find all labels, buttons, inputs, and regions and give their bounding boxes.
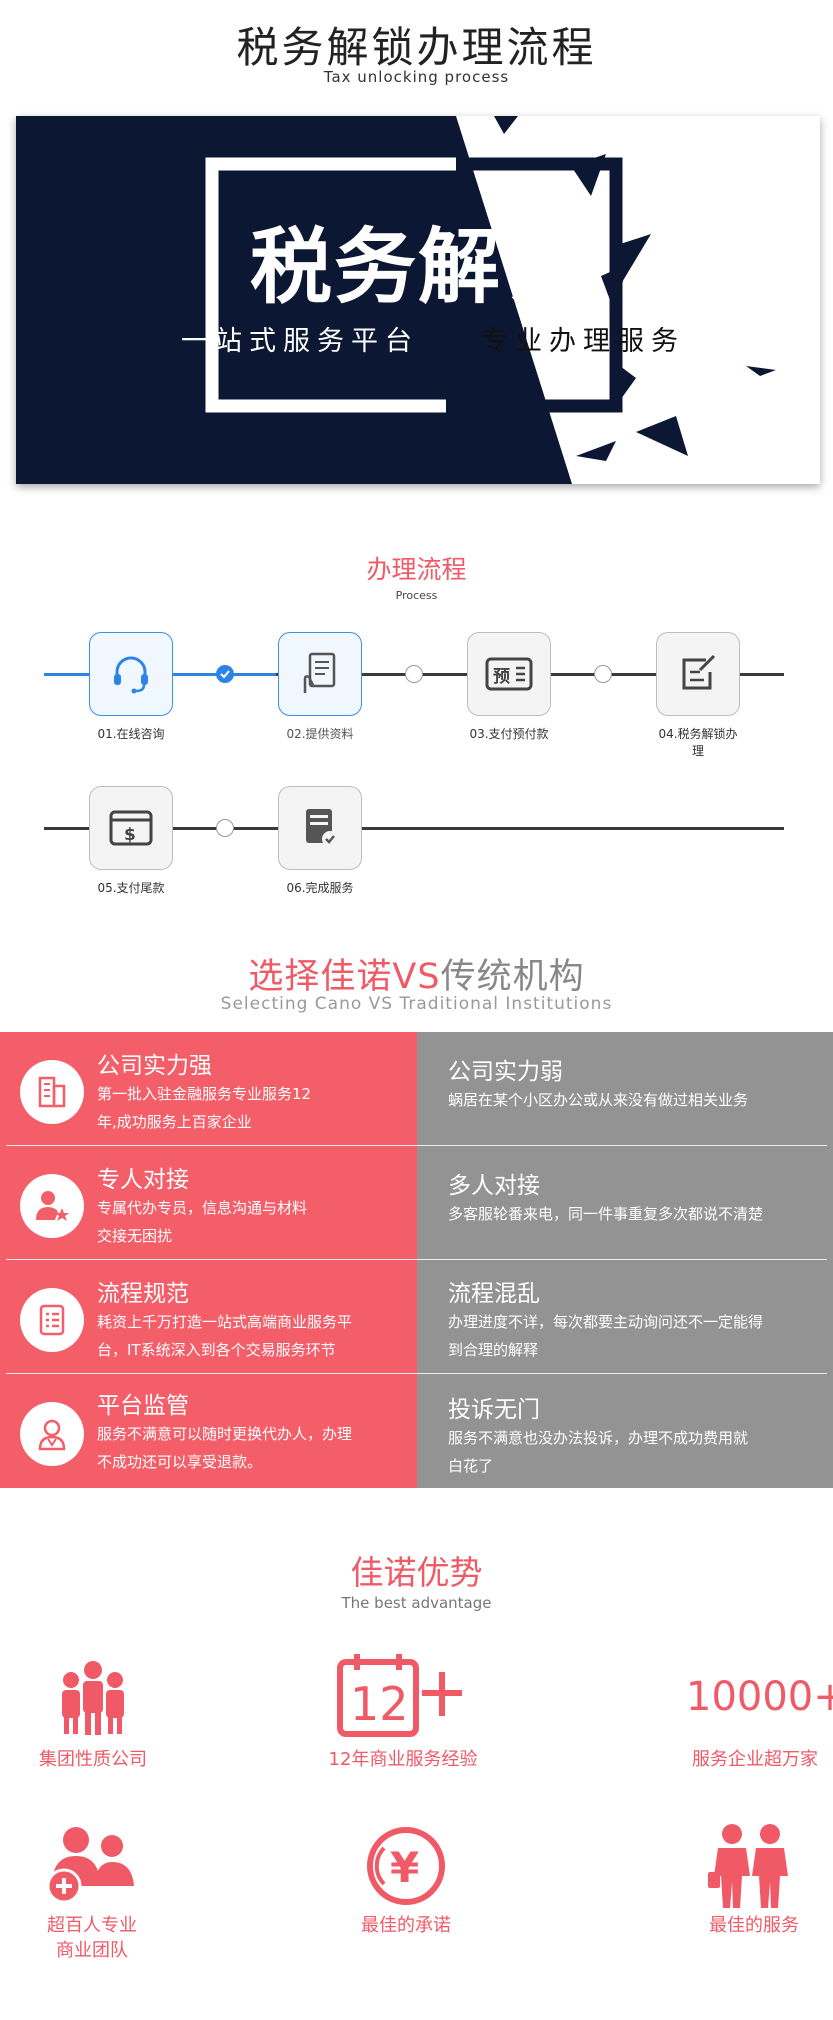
group-people-icon bbox=[62, 1661, 124, 1735]
svg-text:12: 12 bbox=[350, 1677, 409, 1731]
compare-left-title: 流程规范 bbox=[97, 1281, 189, 1307]
row-divider bbox=[6, 1259, 827, 1260]
headset-icon bbox=[114, 656, 148, 694]
page-subtitle: Tax unlocking process bbox=[323, 68, 510, 86]
step-01-label: 01.在线咨询 bbox=[97, 727, 165, 741]
prepay-icon: 预 bbox=[485, 657, 533, 691]
advantage-label: 服务企业超万家 bbox=[692, 1749, 818, 1770]
advantage-label: 最佳的承诺 bbox=[361, 1915, 451, 1936]
compare-right-title: 投诉无门 bbox=[448, 1397, 540, 1423]
advantage-label: 12年商业服务经验 bbox=[328, 1749, 478, 1770]
document-hand-icon bbox=[303, 652, 336, 693]
step-dot bbox=[216, 819, 234, 837]
compare-title-traditional: 传统机构 bbox=[440, 957, 585, 997]
step-04-label: 04.税务解锁办理 bbox=[658, 727, 738, 758]
agent-icon bbox=[20, 1402, 84, 1466]
payment-card-icon: $ bbox=[109, 810, 153, 846]
compare-right-title: 公司实力弱 bbox=[448, 1059, 563, 1085]
banner-slogan-right: 专业办理服务 bbox=[481, 326, 685, 357]
compare-left-title: 公司实力强 bbox=[97, 1053, 212, 1079]
step-05-label: 05.支付尾款 bbox=[97, 881, 165, 895]
compare-row: 专人对接 专属代办专员，信息沟通与材料交接无困扰 多人对接 多客服轮番来电，同一… bbox=[0, 1146, 833, 1260]
building-icon bbox=[20, 1060, 84, 1124]
person-star-icon bbox=[20, 1174, 84, 1238]
compare-right-desc: 多客服轮番来电，同一件事重复多次都说不清楚 bbox=[448, 1205, 764, 1223]
process-subtitle: Process bbox=[395, 589, 438, 602]
team-plus-icon bbox=[46, 1827, 134, 1904]
clipboard-check-icon bbox=[306, 809, 338, 847]
compare-right-desc: 服务不满意也没办法投诉，办理不成功费用就白花了 bbox=[448, 1429, 749, 1475]
step-01-box[interactable] bbox=[89, 632, 173, 716]
step-03-box[interactable]: 预 bbox=[467, 632, 551, 716]
advantage-label: 集团性质公司 bbox=[39, 1749, 147, 1770]
compare-left-title: 专人对接 bbox=[97, 1167, 189, 1193]
step-02-box[interactable] bbox=[278, 632, 362, 716]
step-03-label: 03.支付预付款 bbox=[469, 727, 549, 741]
yuan-icon: ¥ bbox=[367, 1827, 445, 1905]
compare-left-desc: 专属代办专员，信息沟通与材料交接无困扰 bbox=[97, 1199, 308, 1245]
banner-slogan-left: 一站式服务平台 bbox=[181, 326, 419, 357]
compare-right-title: 流程混乱 bbox=[448, 1281, 540, 1307]
check-icon bbox=[220, 670, 230, 679]
svg-text:¥: ¥ bbox=[390, 1843, 419, 1892]
compare-subtitle: Selecting Cano VS Traditional Institutio… bbox=[220, 994, 613, 1014]
svg-text:$: $ bbox=[124, 825, 136, 845]
edit-icon bbox=[682, 654, 716, 690]
hero-banner: 税务解锁 一站式服务平台 专业办理服务 bbox=[16, 116, 820, 484]
compare-left-desc: 服务不满意可以随时更换代办人，办理不成功还可以享受退款。 bbox=[97, 1425, 353, 1471]
process-track bbox=[44, 827, 784, 830]
calendar-12-icon: 12 bbox=[337, 1654, 462, 1737]
advantages-title: 佳诺优势 bbox=[350, 1553, 483, 1592]
advantage-label: 最佳的服务 bbox=[709, 1915, 799, 1936]
step-dot-done bbox=[216, 665, 234, 683]
banner-background bbox=[16, 116, 776, 484]
step-06-box[interactable] bbox=[278, 786, 362, 870]
advantage-label: 超百人专业商业团队 bbox=[47, 1915, 137, 1961]
banner-title: 税务解锁 bbox=[249, 220, 586, 315]
compare-title-brand: 选择佳诺 bbox=[248, 957, 393, 997]
process-title: 办理流程 bbox=[366, 555, 467, 584]
step-dot bbox=[405, 665, 423, 683]
compare-row: 平台监管 服务不满意可以随时更换代办人，办理不成功还可以享受退款。 投诉无门 服… bbox=[0, 1374, 833, 1488]
compare-left-desc: 耗资上千万打造一站式高端商业服务平台，IT系统深入到各个交易服务环节 bbox=[97, 1313, 353, 1359]
compare-right-desc: 蜗居在某个小区办公或从来没有做过相关业务 bbox=[448, 1091, 749, 1109]
handshake-people-icon bbox=[708, 1824, 788, 1908]
compare-right-column bbox=[417, 1032, 833, 1488]
step-04-box[interactable] bbox=[656, 632, 740, 716]
step-02-label: 02.提供资料 bbox=[286, 727, 354, 741]
compare-right-title: 多人对接 bbox=[448, 1173, 540, 1199]
compare-title: 选择佳诺VS传统机构 bbox=[0, 948, 833, 999]
svg-text:预: 预 bbox=[493, 667, 510, 687]
compare-row: 流程规范 耗资上千万打造一站式高端商业服务平台，IT系统深入到各个交易服务环节 … bbox=[0, 1260, 833, 1374]
compare-left-title: 平台监管 bbox=[97, 1393, 189, 1419]
page-title: 税务解锁办理流程 bbox=[236, 23, 597, 72]
compare-title-vs: VS bbox=[392, 957, 441, 997]
row-divider bbox=[6, 1373, 827, 1374]
checklist-icon bbox=[20, 1288, 84, 1352]
compare-right-desc: 办理进度不详，每次都要主动询问还不一定能得到合理的解释 bbox=[448, 1313, 764, 1359]
step-06-label: 06.完成服务 bbox=[286, 881, 354, 895]
row-divider bbox=[6, 1145, 827, 1146]
companies-count: 10000+ bbox=[686, 1674, 833, 1720]
step-05-box[interactable]: $ bbox=[89, 786, 173, 870]
step-dot bbox=[594, 665, 612, 683]
advantages-subtitle: The best advantage bbox=[341, 1594, 492, 1612]
